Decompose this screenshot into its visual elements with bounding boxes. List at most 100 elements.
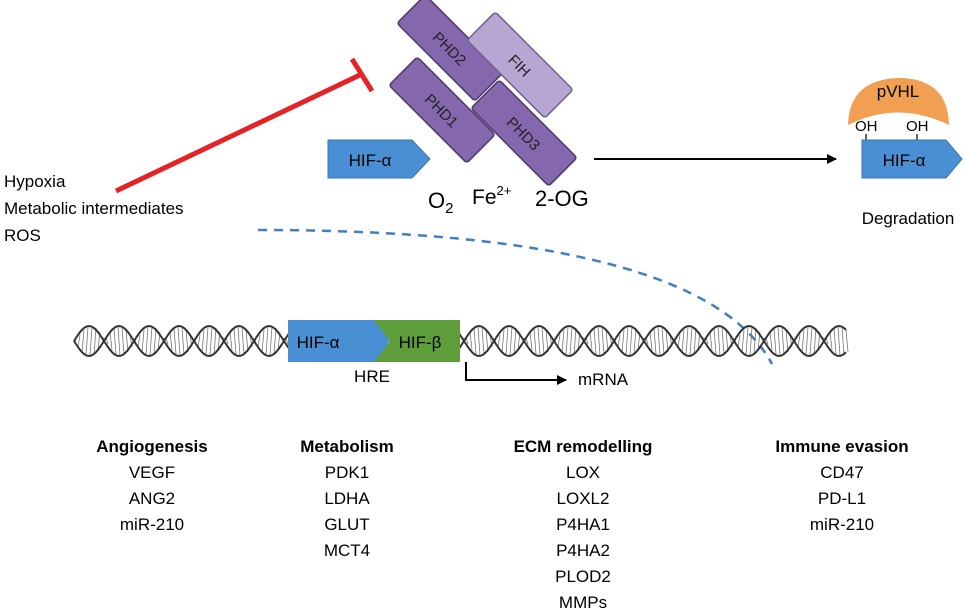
- dna-rung: [241, 326, 245, 356]
- dna-rung: [561, 329, 565, 353]
- oh-left-label: OH: [855, 118, 878, 135]
- dna-rung: [473, 327, 477, 355]
- dna-rung: [661, 326, 665, 356]
- degradation-label: Degradation: [862, 209, 955, 228]
- hre-label: HRE: [354, 367, 390, 386]
- gene-label: GLUT: [324, 515, 369, 534]
- dna-rung: [485, 329, 489, 353]
- inhibition-bar: [349, 57, 375, 93]
- dna-rung: [181, 326, 185, 356]
- hif-complex: HIF-α HIF-β HRE: [288, 320, 460, 386]
- dna-rung: [617, 334, 621, 348]
- dna-rung: [89, 326, 93, 356]
- dna-rung: [785, 329, 789, 353]
- gene-label: LOXL2: [557, 489, 610, 508]
- hif-alpha-substrate: HIF-α: [327, 139, 431, 179]
- dna-rung: [529, 332, 533, 350]
- hif-alpha-bound-label: HIF-α: [297, 333, 340, 352]
- dna-rung: [113, 327, 117, 355]
- gene-label: LDHA: [324, 489, 370, 508]
- dna-rung: [125, 329, 129, 353]
- dna-rung: [753, 327, 757, 355]
- dna-rung: [513, 327, 517, 355]
- dna-rung: [537, 326, 541, 356]
- dna-rung: [569, 326, 573, 356]
- gene-label: CD47: [820, 463, 863, 482]
- dna-rung: [773, 327, 777, 355]
- dna-rung: [841, 326, 845, 356]
- gene-label: PLOD2: [555, 567, 611, 586]
- dna-rung: [629, 326, 633, 356]
- dna-rung: [169, 332, 173, 350]
- hif-alpha-substrate-label: HIF-α: [349, 151, 392, 170]
- dna-rung: [205, 326, 209, 356]
- dna-rung: [541, 326, 545, 356]
- dna-rung: [145, 326, 149, 356]
- dna-rung: [213, 327, 217, 355]
- dna-rung: [801, 329, 805, 353]
- dna-rung: [177, 326, 181, 356]
- dna-rung: [597, 326, 601, 356]
- dna-rung: [677, 334, 681, 348]
- pvhl-shape: [848, 78, 949, 125]
- dna-rung: [257, 334, 261, 348]
- dna-rung: [601, 326, 605, 356]
- dna-rung: [725, 329, 729, 353]
- enzyme-phd2: PHD2: [397, 0, 503, 101]
- hif-beta-bound-label: HIF-β: [399, 333, 442, 352]
- category-title: Angiogenesis: [96, 437, 207, 456]
- dna-rung: [689, 326, 693, 356]
- dna-rung: [273, 327, 277, 355]
- dna-rung: [737, 334, 741, 348]
- enzyme-complex: PHD2 FIH PHD1 PHD3: [389, 0, 577, 186]
- dna-rung: [693, 327, 697, 355]
- enzyme-fih: FIH: [467, 12, 573, 118]
- dna-rung: [197, 334, 201, 348]
- dna-rung: [681, 329, 685, 353]
- dna-rung: [605, 329, 609, 353]
- dashed-connector: [257, 228, 774, 365]
- dna-rung: [173, 327, 177, 355]
- dna-rung: [109, 332, 113, 350]
- dna-rung: [653, 327, 657, 355]
- dna-rung: [593, 327, 597, 355]
- dna-rung: [657, 326, 661, 356]
- category-metabolism: Metabolism PDK1 LDHA GLUT MCT4: [300, 437, 394, 560]
- dna-rung: [141, 329, 145, 353]
- dna-rung: [533, 327, 537, 355]
- dna-rung: [557, 334, 561, 348]
- dna-rung: [269, 326, 273, 356]
- dna-rung: [509, 326, 513, 356]
- dna-rung: [149, 326, 153, 356]
- dna-helix: [73, 325, 849, 357]
- dna-rung: [709, 332, 713, 350]
- dna-rung: [809, 326, 813, 356]
- transcription-arrow: mRNA: [465, 362, 629, 389]
- dna-rung: [745, 326, 749, 356]
- dna-rung: [829, 332, 833, 350]
- stimulus-hypoxia: Hypoxia: [4, 172, 66, 191]
- dna-rung: [477, 326, 481, 356]
- category-title: Metabolism: [300, 437, 394, 456]
- mrna-label: mRNA: [578, 370, 629, 389]
- dna-rung: [229, 332, 233, 350]
- stimuli-list: Hypoxia Metabolic intermediates ROS: [4, 172, 184, 245]
- dna-rung: [545, 329, 549, 353]
- inhibition-line: [114, 71, 364, 194]
- dna-rung: [121, 326, 125, 356]
- category-angiogenesis: Angiogenesis VEGF ANG2 miR-210: [96, 437, 207, 534]
- dna-rung: [625, 326, 629, 356]
- gene-label: VEGF: [129, 463, 175, 482]
- dna-rung: [209, 326, 213, 356]
- hif-alpha-degraded: [861, 139, 963, 179]
- dna-rung: [137, 334, 141, 348]
- dna-rung: [717, 326, 721, 356]
- dna-rung: [237, 326, 241, 356]
- dna-rung: [93, 327, 97, 355]
- stimulus-ros: ROS: [4, 226, 41, 245]
- gene-label: MMPs: [559, 593, 607, 612]
- oh-right-label: OH: [906, 118, 929, 135]
- dna-rung: [777, 326, 781, 356]
- dna-rung: [497, 334, 501, 348]
